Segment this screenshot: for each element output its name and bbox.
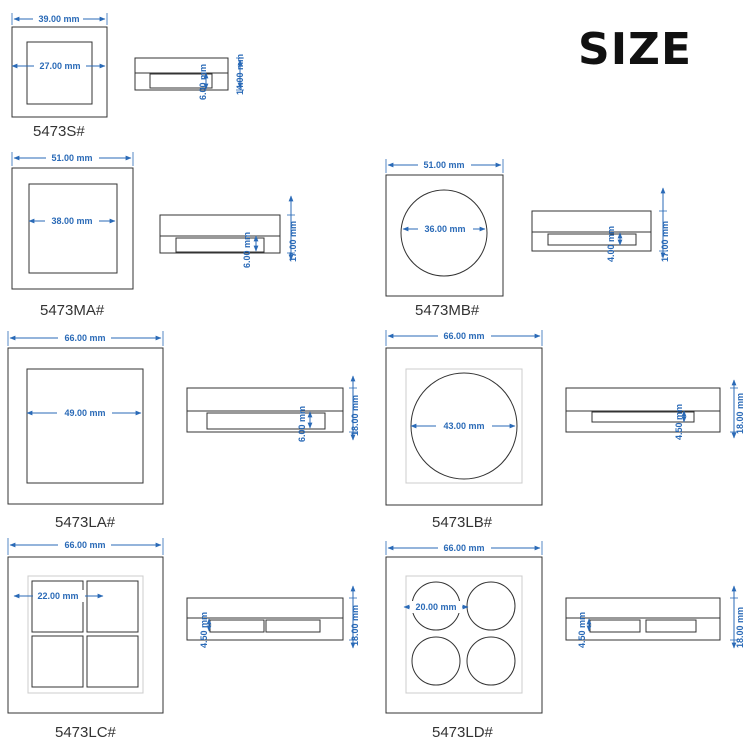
pan-label: 20.00 mm <box>415 602 456 612</box>
pan-label: 38.00 mm <box>51 216 92 226</box>
height-label: 17.00 mm <box>288 221 298 262</box>
pan-dimension: 49.00 mm <box>26 407 142 419</box>
depth-label: 4.50 mm <box>199 612 209 648</box>
height-dimension: 18.00 mm <box>730 379 745 439</box>
product-5473MA: 51.00 mm 38.00 mm 6.00 mm 17.00 mm <box>11 152 298 290</box>
pan-label: 22.00 mm <box>37 591 78 601</box>
width-dimension: 39.00 mm <box>11 13 108 25</box>
depth-dimension: 4.50 mm <box>199 612 212 648</box>
height-label: 14.00 mm <box>235 54 245 95</box>
model-label-5473S: 5473S# <box>33 123 85 140</box>
top-view <box>11 167 134 290</box>
depth-label: 4.50 mm <box>577 612 587 648</box>
model-label-5473LC: 5473LC# <box>55 724 116 741</box>
pan-dimension: 22.00 mm <box>13 590 104 602</box>
width-label: 66.00 mm <box>443 331 484 341</box>
depth-dimension: 4.50 mm <box>674 404 687 440</box>
side-view <box>186 597 344 641</box>
width-dimension: 51.00 mm <box>385 159 504 173</box>
product-5473LB: 66.00 mm 43.00 mm 4.50 mm 18.00 mm <box>385 330 745 506</box>
pan-label: 43.00 mm <box>443 421 484 431</box>
pan-dimension: 38.00 mm <box>28 215 116 227</box>
width-label: 39.00 mm <box>38 14 79 24</box>
height-label: 18.00 mm <box>735 607 745 648</box>
width-dimension: 66.00 mm <box>7 538 164 555</box>
height-label: 18.00 mm <box>735 393 745 434</box>
height-dimension: 18.00 mm <box>730 585 745 649</box>
height-dimension: 17.00 mm <box>287 195 298 262</box>
pan-dimension: 20.00 mm <box>403 601 469 613</box>
height-label: 17.00 mm <box>660 221 670 262</box>
depth-label: 4.50 mm <box>674 404 684 440</box>
model-label-5473MA: 5473MA# <box>40 302 105 319</box>
top-view <box>385 174 504 297</box>
height-dimension: 18.00 mm <box>349 375 360 441</box>
pan-label: 36.00 mm <box>424 224 465 234</box>
depth-dimension: 4.50 mm <box>577 612 592 648</box>
product-5473S: 39.00 mm 27.00 mm 6.00 mm 14.00 mm <box>11 13 245 118</box>
pan-label: 49.00 mm <box>64 408 105 418</box>
side-view <box>531 210 652 252</box>
depth-dimension: 6.00 mm <box>198 64 209 100</box>
pan-label: 27.00 mm <box>39 61 80 71</box>
depth-label: 6.00 mm <box>242 232 252 268</box>
width-dimension: 66.00 mm <box>7 331 164 346</box>
width-label: 51.00 mm <box>423 160 464 170</box>
top-view <box>7 556 164 714</box>
model-label-5473LB: 5473LB# <box>432 514 493 531</box>
model-label-5473MB: 5473MB# <box>415 302 480 319</box>
model-label-5473LD: 5473LD# <box>432 724 493 741</box>
width-dimension: 66.00 mm <box>385 541 543 555</box>
model-label-5473LA: 5473LA# <box>55 514 116 531</box>
product-5473MB: 51.00 mm 36.00 mm 4.00 mm 17.00 mm <box>385 159 670 297</box>
depth-label: 6.00 mm <box>297 406 307 442</box>
pan-dimension: 27.00 mm <box>11 60 106 72</box>
height-label: 18.00 mm <box>350 605 360 646</box>
pan-dimension: 43.00 mm <box>410 420 516 432</box>
top-view <box>385 556 543 714</box>
side-view <box>159 214 281 254</box>
side-view <box>134 57 229 91</box>
width-label: 66.00 mm <box>64 540 105 550</box>
top-view <box>11 26 108 118</box>
side-view <box>565 387 721 433</box>
height-dimension: 18.00 mm <box>349 585 360 649</box>
depth-label: 6.00 mm <box>198 64 208 100</box>
height-dimension: 17.00 mm <box>659 187 670 262</box>
side-view <box>186 387 344 433</box>
top-view <box>7 347 164 505</box>
width-label: 66.00 mm <box>443 543 484 553</box>
height-dimension: 14.00 mm <box>235 54 245 95</box>
depth-dimension: 6.00 mm <box>297 406 313 442</box>
pan-dimension: 36.00 mm <box>402 223 486 235</box>
width-label: 66.00 mm <box>64 333 105 343</box>
product-5473LA: 66.00 mm 49.00 mm 6.00 mm 18.00 mm <box>7 331 360 505</box>
page-title: SIZE <box>578 24 693 75</box>
depth-label: 4.00 mm <box>606 226 616 262</box>
width-dimension: 51.00 mm <box>11 152 134 166</box>
product-5473LC: 66.00 mm 22.00 mm 4.50 mm 18.00 mm <box>7 538 360 714</box>
product-5473LD: 66.00 mm 20.00 mm 4.50 mm 18.00 mm <box>385 541 745 714</box>
width-label: 51.00 mm <box>51 153 92 163</box>
height-label: 18.00 mm <box>350 395 360 436</box>
depth-dimension: 6.00 mm <box>242 232 259 268</box>
depth-dimension: 4.00 mm <box>606 226 623 262</box>
width-dimension: 66.00 mm <box>385 330 543 346</box>
